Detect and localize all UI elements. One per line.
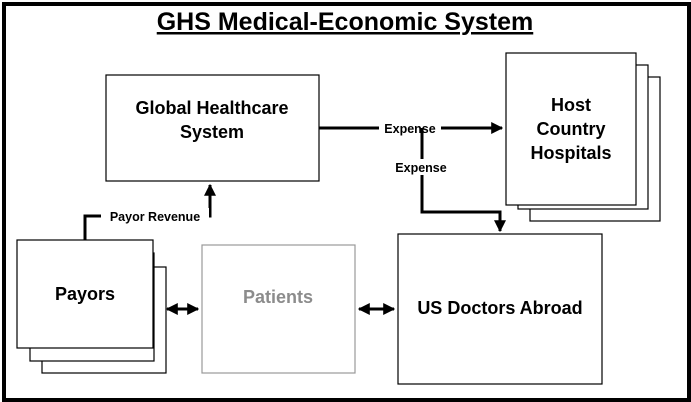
node-label: Patients (243, 287, 313, 307)
edge-expense-doctors: Expense (389, 128, 506, 233)
edge-label: Payor Revenue (110, 210, 200, 224)
node-label-line2: Country (537, 119, 606, 139)
edge-expense-hospitals: Expense (319, 120, 504, 136)
node-us-doctors-abroad: US Doctors Abroad (397, 233, 603, 385)
node-label-line2: System (180, 122, 244, 142)
edge-label: Expense (395, 161, 446, 175)
node-host-country-hospitals: Host Country Hospitals (505, 52, 661, 222)
edge-payor-revenue: Payor Revenue (83, 183, 216, 240)
node-label: US Doctors Abroad (417, 298, 582, 318)
node-label-line3: Hospitals (530, 143, 611, 163)
node-label-line1: Host (551, 95, 591, 115)
edge-label: Expense (384, 122, 435, 136)
stack-front (505, 52, 637, 206)
node-global-healthcare-system: Global Healthcare System (105, 74, 320, 182)
node-label-line1: Global Healthcare (135, 98, 288, 118)
stack-front (16, 239, 154, 349)
node-payors: Payors (16, 239, 167, 374)
node-patients: Patients (201, 244, 356, 374)
page-title: GHS Medical-Economic System (157, 8, 534, 36)
node-label: Payors (55, 284, 115, 304)
